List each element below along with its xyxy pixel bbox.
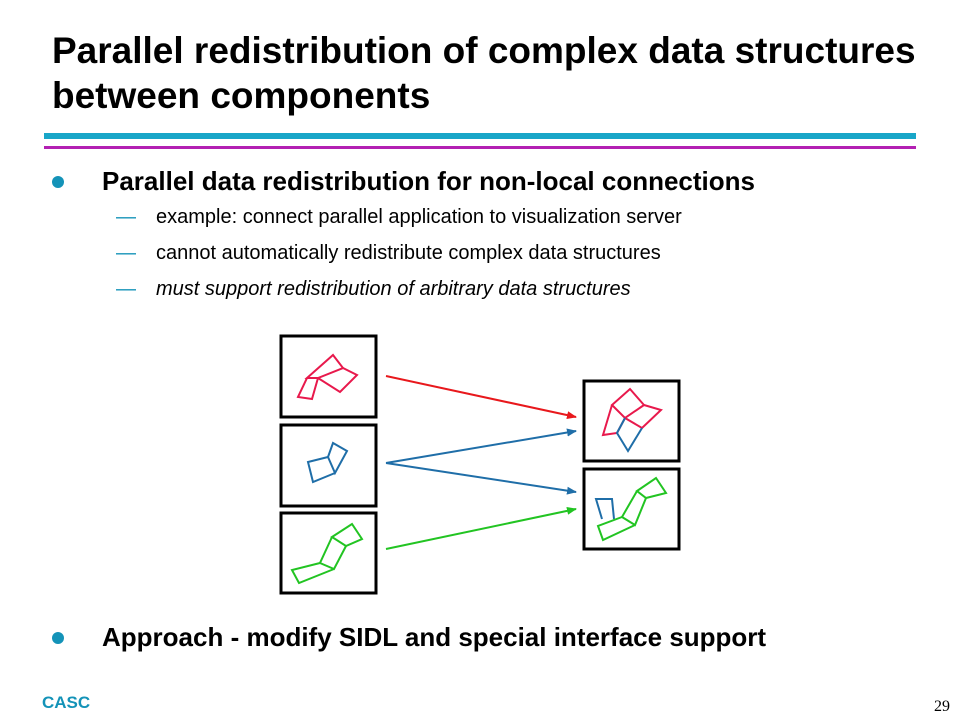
sub-bullet-3-text: must support redistribution of arbitrary… — [156, 278, 631, 300]
dash-icon: — — [116, 242, 136, 264]
sub-bullet-3: — must support redistribution of arbitra… — [116, 278, 631, 301]
bullet-dot-icon — [52, 631, 64, 644]
title-rule-blue — [44, 133, 916, 139]
arrow-blue-up — [385, 428, 577, 464]
bullet-1: Parallel data redistribution for non-loc… — [52, 166, 755, 197]
sub-bullet-1-text: example: connect parallel application to… — [156, 206, 682, 228]
sub-bullet-2-text: cannot automatically redistribute comple… — [156, 242, 661, 264]
bullet-1-text: Parallel data redistribution for non-loc… — [102, 166, 755, 196]
bullet-dot-icon — [52, 175, 64, 188]
slide-title: Parallel redistribution of complex data … — [52, 30, 916, 116]
title-rule-magenta — [44, 146, 916, 149]
dash-icon: — — [116, 278, 136, 300]
dash-icon: — — [116, 206, 136, 228]
red-blue-mesh-icon — [601, 387, 663, 453]
arrow-green — [385, 506, 577, 550]
source-box-green — [279, 511, 378, 595]
target-box-lower — [582, 467, 681, 551]
red-mesh-icon — [296, 353, 359, 401]
bullet-2-text: Approach - modify SIDL and special inter… — [102, 622, 767, 652]
source-box-blue — [279, 423, 378, 508]
page-number: 29 — [934, 698, 950, 715]
target-box-upper — [582, 379, 681, 463]
sub-bullet-1: — example: connect parallel application … — [116, 206, 682, 229]
green-mesh-icon — [290, 522, 364, 585]
sub-bullet-2: — cannot automatically redistribute comp… — [116, 242, 661, 265]
source-box-red — [279, 334, 378, 419]
footer-casc: CASC — [42, 693, 91, 712]
blue-mesh-icon — [306, 441, 349, 484]
arrow-blue-down — [385, 462, 577, 495]
bullet-2: Approach - modify SIDL and special inter… — [52, 622, 766, 653]
arrow-red — [385, 375, 577, 420]
blue-green-mesh-icon — [594, 476, 668, 542]
